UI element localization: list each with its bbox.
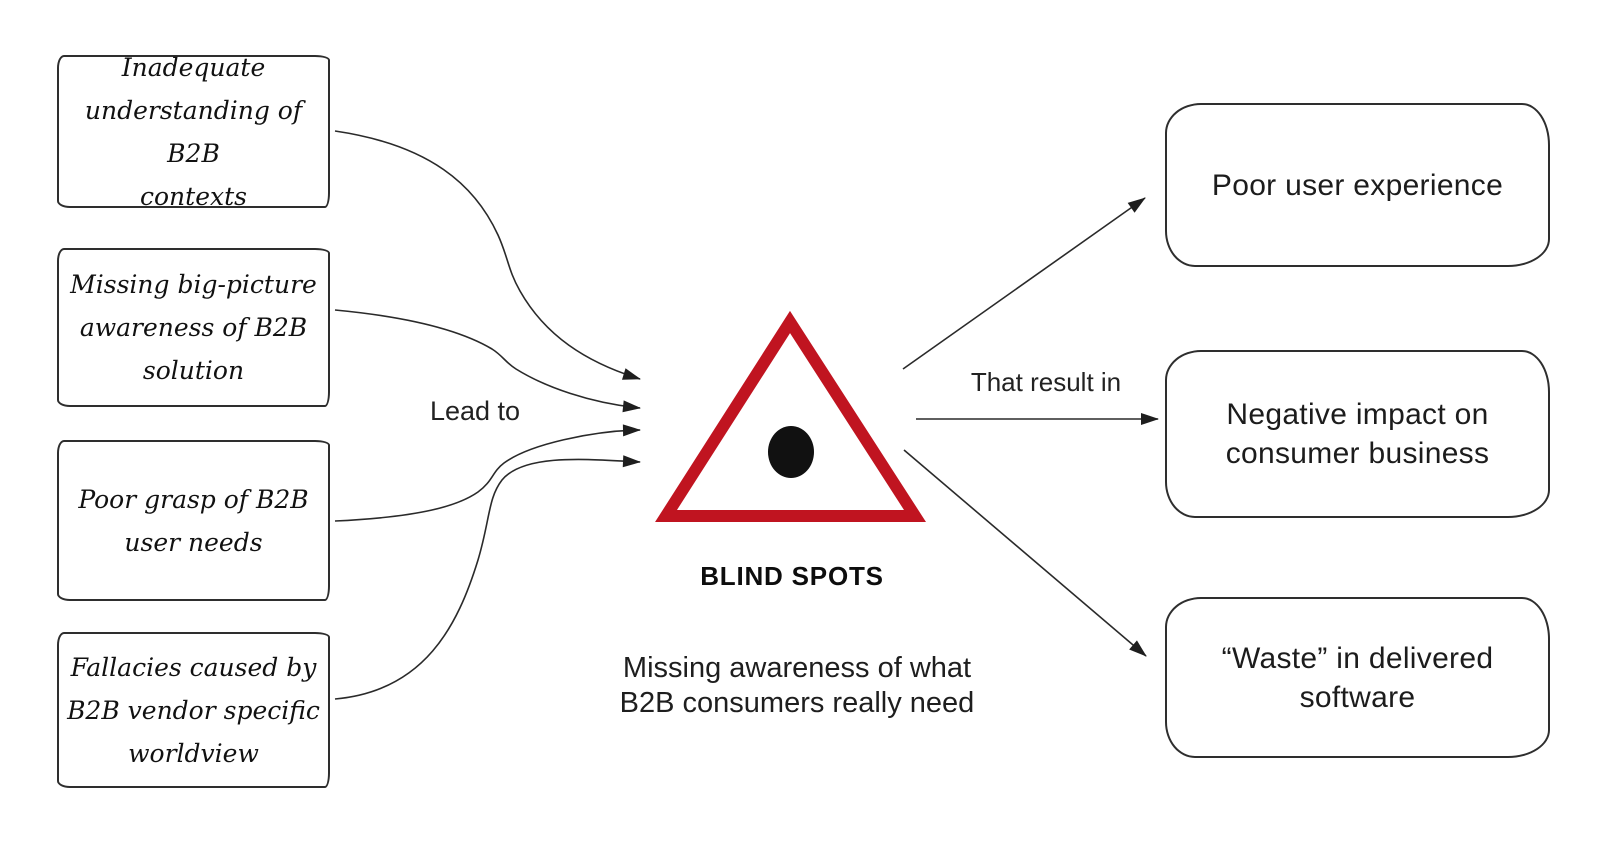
- result-box-label: Negative impact on consumer business: [1225, 398, 1490, 470]
- result-box-label: Poor user experience: [1211, 168, 1504, 202]
- lead-arrow-1: [334, 130, 641, 380]
- lead-arrow-3: [334, 424, 641, 522]
- result-arrow-1: [902, 197, 1146, 370]
- cause-box-fallacies: Fallacies caused by B2B vendor specific …: [57, 632, 330, 788]
- cause-box-inadequate-understanding: Inadequate understanding of B2B contexts: [57, 53, 330, 211]
- blind-spot-dot: [768, 426, 814, 478]
- result-box-poor-user-experience: Poor user experience: [1165, 103, 1550, 267]
- cause-box-poor-grasp: Poor grasp of B2B user needs: [57, 440, 330, 601]
- cause-box-label: Inadequate understanding of B2B contexts: [84, 52, 303, 211]
- result-box-negative-impact: Negative impact on consumer business: [1165, 350, 1550, 518]
- lead-to-label: Lead to: [429, 396, 521, 426]
- center-subtitle: Missing awareness of what B2B consumers …: [619, 652, 975, 719]
- that-result-in-label: That result in: [970, 367, 1122, 397]
- cause-box-missing-big-picture: Missing big-picture awareness of B2B sol…: [57, 248, 330, 407]
- cause-box-label: Poor grasp of B2B user needs: [78, 484, 309, 557]
- lead-arrow-4: [334, 455, 641, 700]
- cause-box-label: Missing big-picture awareness of B2B sol…: [70, 270, 317, 385]
- cause-box-label: Fallacies caused by B2B vendor specific …: [67, 652, 320, 768]
- result-arrow-3: [903, 449, 1147, 657]
- result-box-label: “Waste” in delivered software: [1221, 641, 1494, 714]
- warning-triangle-outline: [655, 310, 927, 522]
- warning-triangle-icon: [655, 310, 927, 522]
- lead-arrow-2: [334, 309, 641, 413]
- result-box-waste-software: “Waste” in delivered software: [1165, 597, 1550, 758]
- blind-spots-title: BLIND SPOTS: [700, 561, 884, 591]
